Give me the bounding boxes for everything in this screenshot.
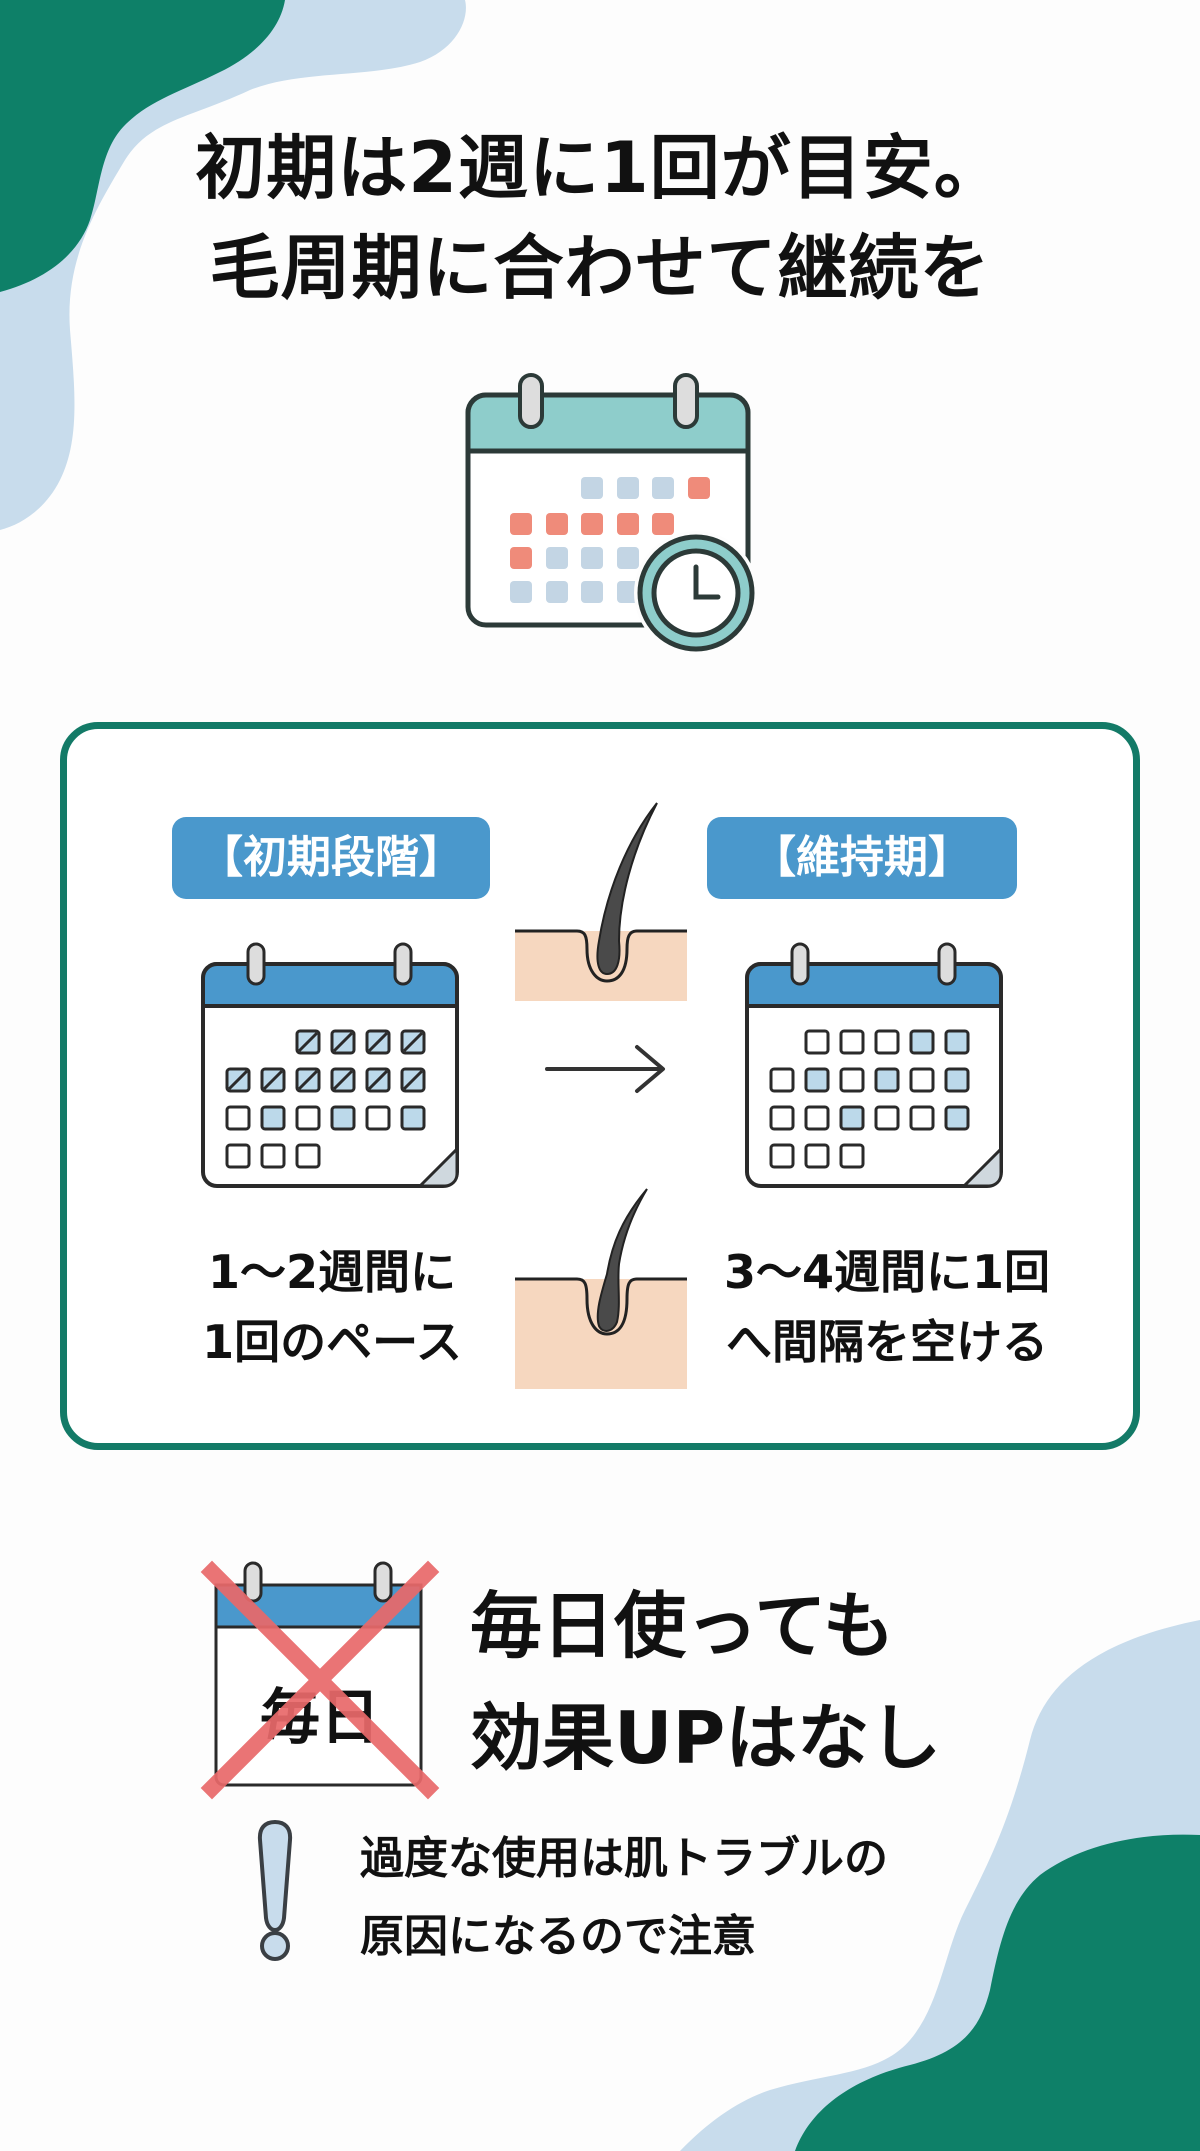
no-daily-line-1: 毎日使っても (470, 1584, 895, 1668)
bottom-right-decor-blob (680, 1620, 1200, 2151)
no-daily-benefit-text: 毎日使っても 効果UPはなし (470, 1570, 941, 1794)
initial-stage-caption: 1〜2週間に 1回のペース (147, 1237, 517, 1377)
maintenance-stage-caption: 3〜4週間に1回 へ間隔を空ける (697, 1237, 1077, 1377)
warning-line-2: 原因になるので注意 (360, 1911, 756, 1962)
calendar-sparse-icon (745, 942, 1003, 1188)
no-daily-line-2: 効果UPはなし (470, 1696, 942, 1780)
exclamation-icon (257, 1819, 293, 1961)
hair-follicle-icon (515, 1188, 687, 1389)
overuse-warning-text: 過度な使用は肌トラブルの 原因になるので注意 (360, 1820, 888, 1976)
title-line-2: 毛周期に合わせて継続を (209, 227, 991, 309)
initial-caption-line-2: 1回のペース (202, 1315, 462, 1369)
calendar-with-clock-icon (465, 373, 758, 655)
maintenance-caption-line-2: へ間隔を空ける (726, 1315, 1048, 1369)
title-line-1: 初期は2週に1回が目安。 (195, 127, 1005, 209)
page-title: 初期は2週に1回が目安。 毛周期に合わせて継続を (0, 118, 1200, 318)
maintenance-caption-line-1: 3〜4週間に1回 (723, 1245, 1051, 1299)
calendar-frequent-icon (201, 942, 459, 1188)
arrow-right-icon (545, 1045, 665, 1093)
crossed-calendar-icon: 毎日 (200, 1560, 440, 1800)
initial-stage-badge: 【初期段階】 (172, 817, 490, 899)
top-left-decor-blob (0, 0, 466, 530)
comparison-panel: 【初期段階】 【維持期】 (60, 722, 1140, 1450)
warning-line-1: 過度な使用は肌トラブルの (360, 1833, 888, 1884)
initial-caption-line-1: 1〜2週間に (207, 1245, 456, 1299)
hair-follicle-icon (515, 802, 687, 1001)
maintenance-stage-badge: 【維持期】 (707, 817, 1017, 899)
